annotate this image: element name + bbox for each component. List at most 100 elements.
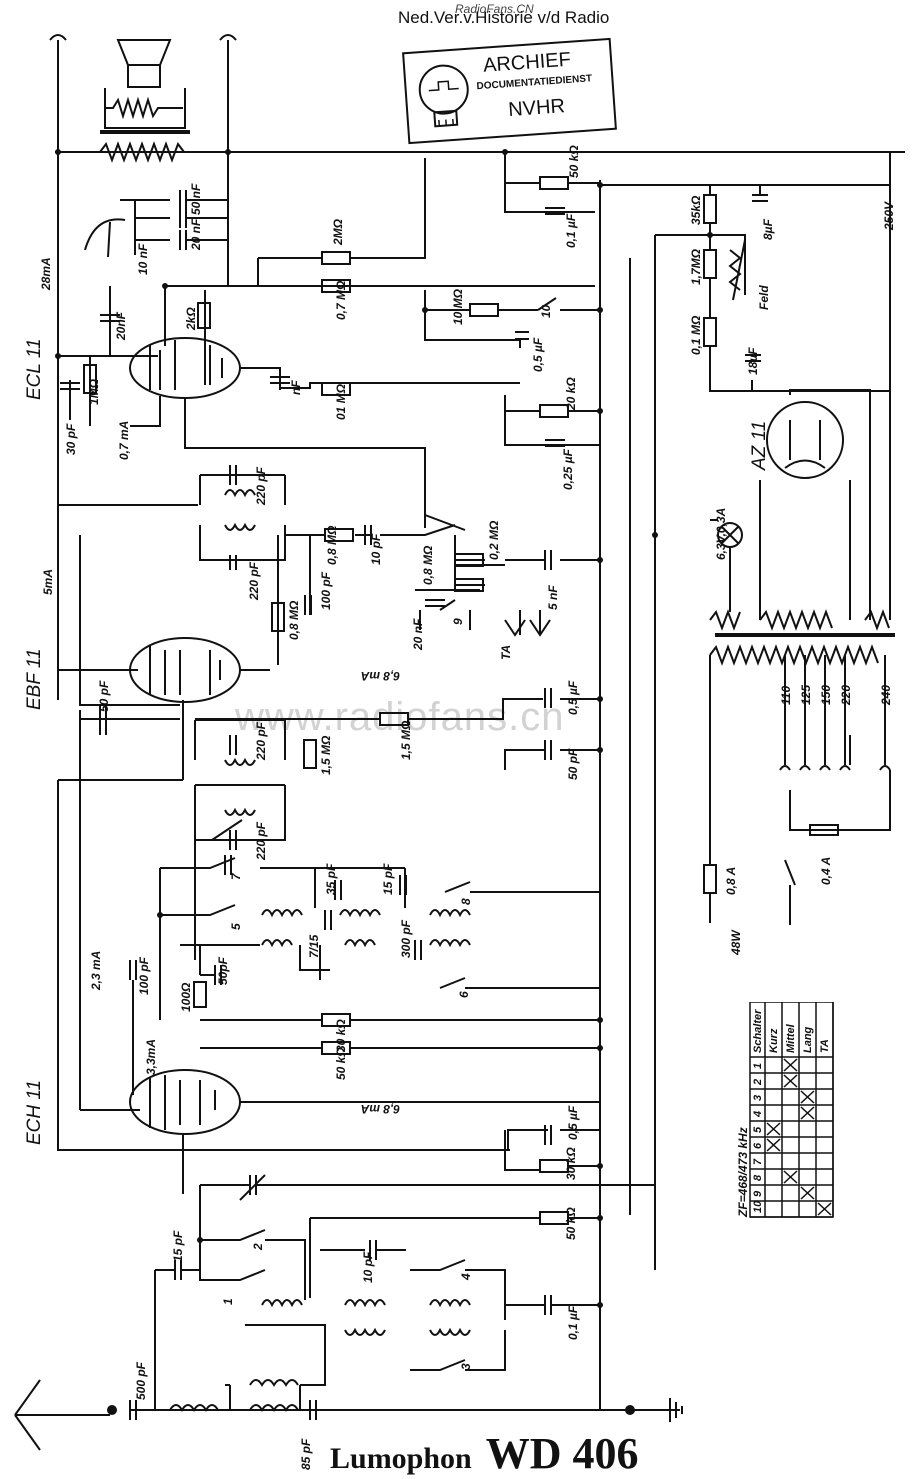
az11-tube — [766, 401, 844, 479]
label-2mohm: 2MΩ — [331, 218, 345, 246]
label-20kohm: 20 kΩ — [564, 377, 578, 411]
model-name: WD 406 — [485, 1429, 639, 1478]
switch-mark — [783, 1058, 798, 1072]
label-0-2mohm: 0,2 MΩ — [487, 520, 501, 560]
label-sw5: 5 — [229, 923, 243, 930]
antenna-symbol-icon — [14, 1379, 137, 1451]
label-0-25uf: 0,25 µF — [561, 448, 575, 490]
label-7-15: 7/15 — [307, 934, 321, 958]
field-coil — [728, 239, 746, 301]
antenna-input-coils — [169, 1324, 326, 1420]
tube-label-ecl11: ECL 11 — [24, 338, 45, 400]
label-1-5mohm-a: 1,5 MΩ — [319, 735, 333, 775]
label-20nf: 20 nF — [189, 218, 203, 251]
label-01mohm: 01 MΩ — [334, 383, 348, 420]
switch-mark — [783, 1170, 798, 1184]
label-nf-ecl: nF — [289, 380, 303, 395]
label-0-8mohm-pot: 0,8 MΩ — [421, 545, 435, 585]
resistor-1mohm — [83, 364, 97, 394]
speaker-coil — [104, 88, 186, 129]
label-30kohm-osc: 30 kΩ — [334, 1019, 348, 1052]
osc-resistor-wiring — [200, 1019, 600, 1049]
resistor-0-8mohm-a — [324, 528, 354, 542]
resistor-1-7mohm — [703, 249, 717, 279]
label-lamp: 6,3V,0,3A — [714, 508, 728, 560]
pilot-lamp-cross — [710, 519, 739, 612]
resistor-0-8mohm-b — [271, 602, 285, 632]
resistor-0-7mohm — [321, 279, 351, 293]
resistor-0-8mohm-pot — [454, 553, 484, 567]
label-220pf-c: 220 pF — [254, 721, 268, 761]
resistor-100ohm — [193, 981, 207, 1008]
mains-transformer-primary — [709, 644, 879, 666]
label-220v: 220 — [839, 685, 853, 706]
label-sw6: 6 — [457, 991, 471, 998]
resistor-0-1mohm — [703, 317, 717, 347]
switch-row-label: TA — [819, 1039, 831, 1053]
ebf11-electrodes — [149, 645, 221, 695]
tube-label-az11: AZ 11 — [749, 421, 770, 471]
nvhr-tube-logo-icon — [418, 64, 469, 128]
label-1-7mohm: 1,7MΩ — [689, 248, 703, 285]
label-10pf-rf: 10 pF — [361, 1251, 375, 1283]
wire-2mohm — [257, 158, 426, 286]
switch-column-number: 3 — [752, 1095, 764, 1101]
brand-name: Lumophon — [330, 1442, 472, 1475]
tone-caps — [120, 190, 228, 255]
resistor-2mohm — [321, 251, 351, 265]
label-sw8: 8 — [459, 898, 473, 905]
ecl11-tube — [129, 337, 241, 399]
switch-row-label: Lang — [802, 1026, 814, 1053]
earth-symbol-icon — [630, 1398, 683, 1422]
switch-column-number: 10 — [752, 1200, 764, 1213]
resistor-01mohm — [321, 382, 351, 396]
cap-30pf — [60, 382, 80, 390]
label-35pf: 35 pF — [324, 863, 338, 895]
label-240v: 240 — [879, 685, 893, 706]
label-220pf-a: 220 pF — [254, 466, 268, 506]
label-0-1uf-top: 0,1 µF — [564, 213, 578, 248]
osc-coils — [261, 909, 471, 948]
earth-jack-icon — [625, 1405, 635, 1415]
ecl11-electrodes — [149, 340, 223, 390]
wire-10mohm — [424, 290, 600, 348]
if-transformer-2 — [194, 719, 286, 850]
label-0-8mohm-b: 0,8 MΩ — [287, 600, 301, 640]
label-20nf-coupling: 20nF — [114, 311, 128, 341]
label-50kohm-ech: 50 kΩ — [564, 1207, 578, 1240]
wire-50kohm-top — [504, 152, 600, 215]
label-8uf: 8µF — [761, 218, 775, 240]
label-100pf: 100 pF — [319, 571, 333, 610]
ta-input-icon — [504, 619, 551, 637]
ebf-wiring — [58, 504, 600, 706]
resistor-50kohm-top — [539, 176, 569, 190]
rf-coils — [261, 1299, 471, 1336]
label-0-8a: 0,8 A — [724, 867, 738, 895]
label-1mohm: 1MΩ — [87, 378, 101, 405]
label-5ma: 5mA — [41, 569, 55, 595]
volume-pot — [424, 514, 485, 586]
switch-mark — [800, 1090, 815, 1104]
antenna-right-cap — [219, 34, 237, 41]
antenna-left-cap — [49, 34, 67, 41]
cap-20nf — [100, 314, 120, 322]
ebf11-tube — [129, 637, 241, 703]
switch-column-number: 2 — [752, 1079, 764, 1086]
switch-mark — [800, 1186, 815, 1200]
watermark-radiofans-mid: www.radiofans.cn — [235, 695, 565, 739]
az11-electrodes — [759, 389, 871, 620]
switch-table-header: Schalter — [752, 1009, 764, 1053]
label-300pf: 300 pF — [399, 919, 413, 958]
label-50pf-b: 50 pF — [566, 748, 580, 780]
label-10pf: 10 pF — [369, 533, 383, 565]
switch-column-number: 5 — [752, 1126, 764, 1133]
label-85pf: 85 pF — [299, 1438, 313, 1470]
label-5nf: 5 nF — [546, 585, 560, 610]
label-220pf-d: 220 pF — [254, 821, 268, 861]
switch-column-number: 9 — [752, 1190, 764, 1197]
label-0-8mohm-a: 0,8 MΩ — [325, 525, 339, 565]
label-1-5mohm-b: 1,5 MΩ — [399, 720, 413, 760]
voltage-taps — [709, 655, 891, 865]
label-50kohm-top: 50 kΩ — [567, 145, 581, 178]
